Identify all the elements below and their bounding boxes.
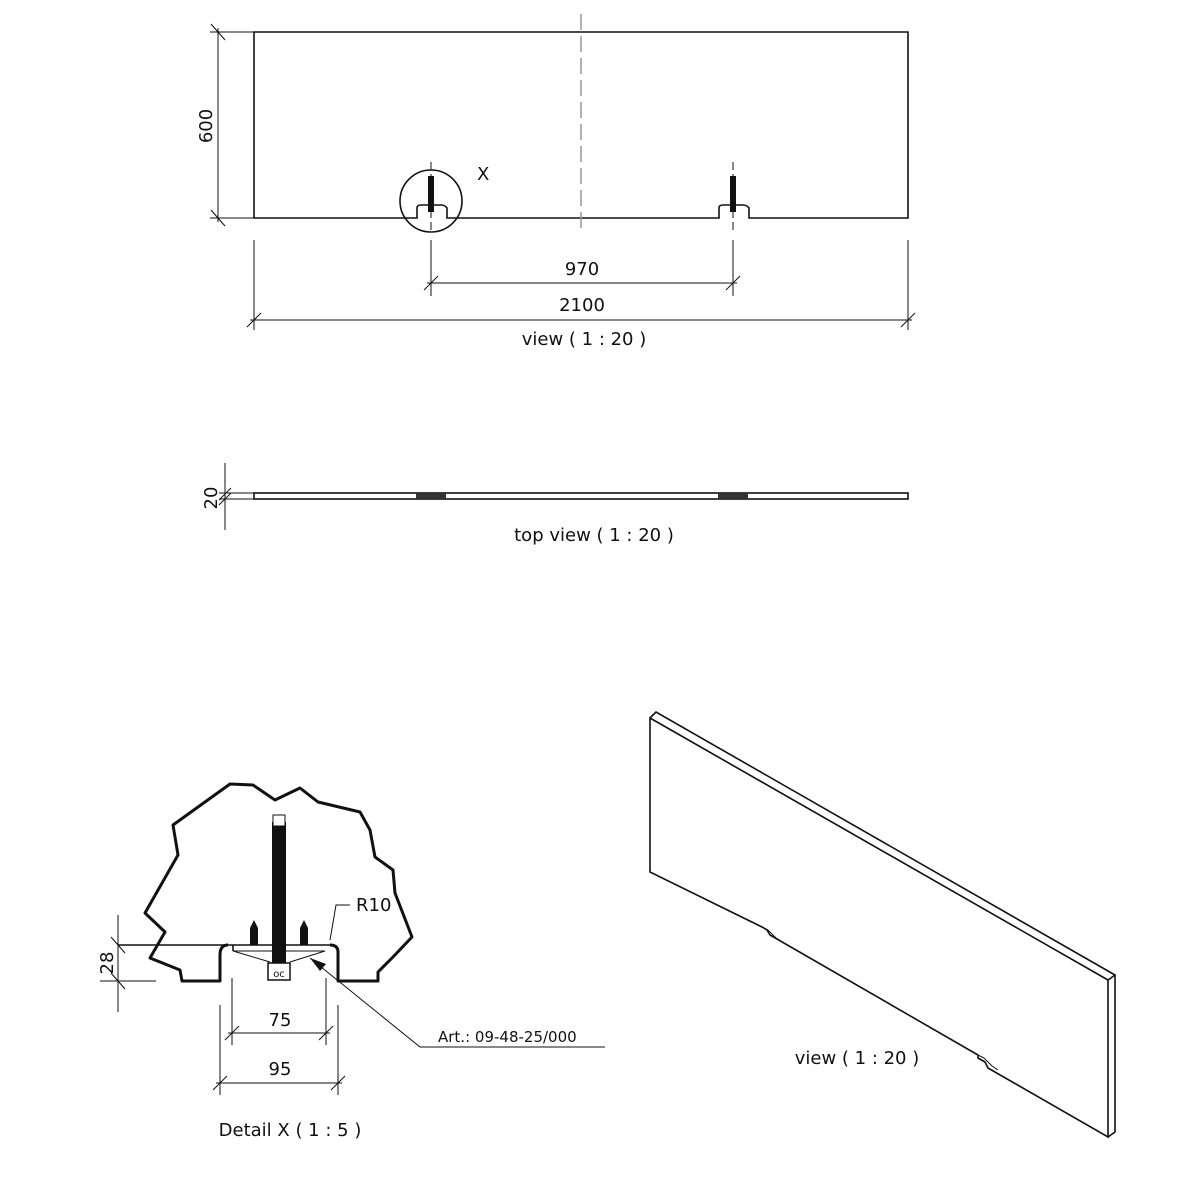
height-dim: 600 <box>196 109 217 143</box>
fastener-glyph: oc <box>273 969 285 980</box>
iso-view-caption: view ( 1 : 20 ) <box>795 1048 920 1069</box>
detail-x-circle <box>399 169 463 233</box>
screw-icon <box>300 920 308 945</box>
detail-marker: X <box>477 164 489 185</box>
front-view: X 600 970 2100 view ( 1 : 20 ) <box>196 14 916 350</box>
front-view-caption: view ( 1 : 20 ) <box>522 329 647 350</box>
article-number: Art.: 09-48-25/000 <box>438 1028 577 1046</box>
isometric-view: view ( 1 : 20 ) <box>649 711 1117 1139</box>
width-dim: 2100 <box>559 295 605 316</box>
depth-dim: 28 <box>97 952 118 975</box>
outer-width-dim: 95 <box>269 1059 292 1080</box>
inner-width-dim: 75 <box>269 1010 292 1031</box>
spacing-dim: 970 <box>565 259 599 280</box>
radius-label: R10 <box>356 895 391 916</box>
thickness-dim: 20 <box>201 487 222 510</box>
screw-icon <box>250 920 258 945</box>
top-view-caption: top view ( 1 : 20 ) <box>514 525 674 546</box>
detail-caption: Detail X ( 1 : 5 ) <box>219 1120 362 1141</box>
top-view: 20 top view ( 1 : 20 ) <box>201 463 909 546</box>
detail-x: oc R10 28 75 95 Art.: 09-48-25/000 Detai… <box>97 782 605 1141</box>
